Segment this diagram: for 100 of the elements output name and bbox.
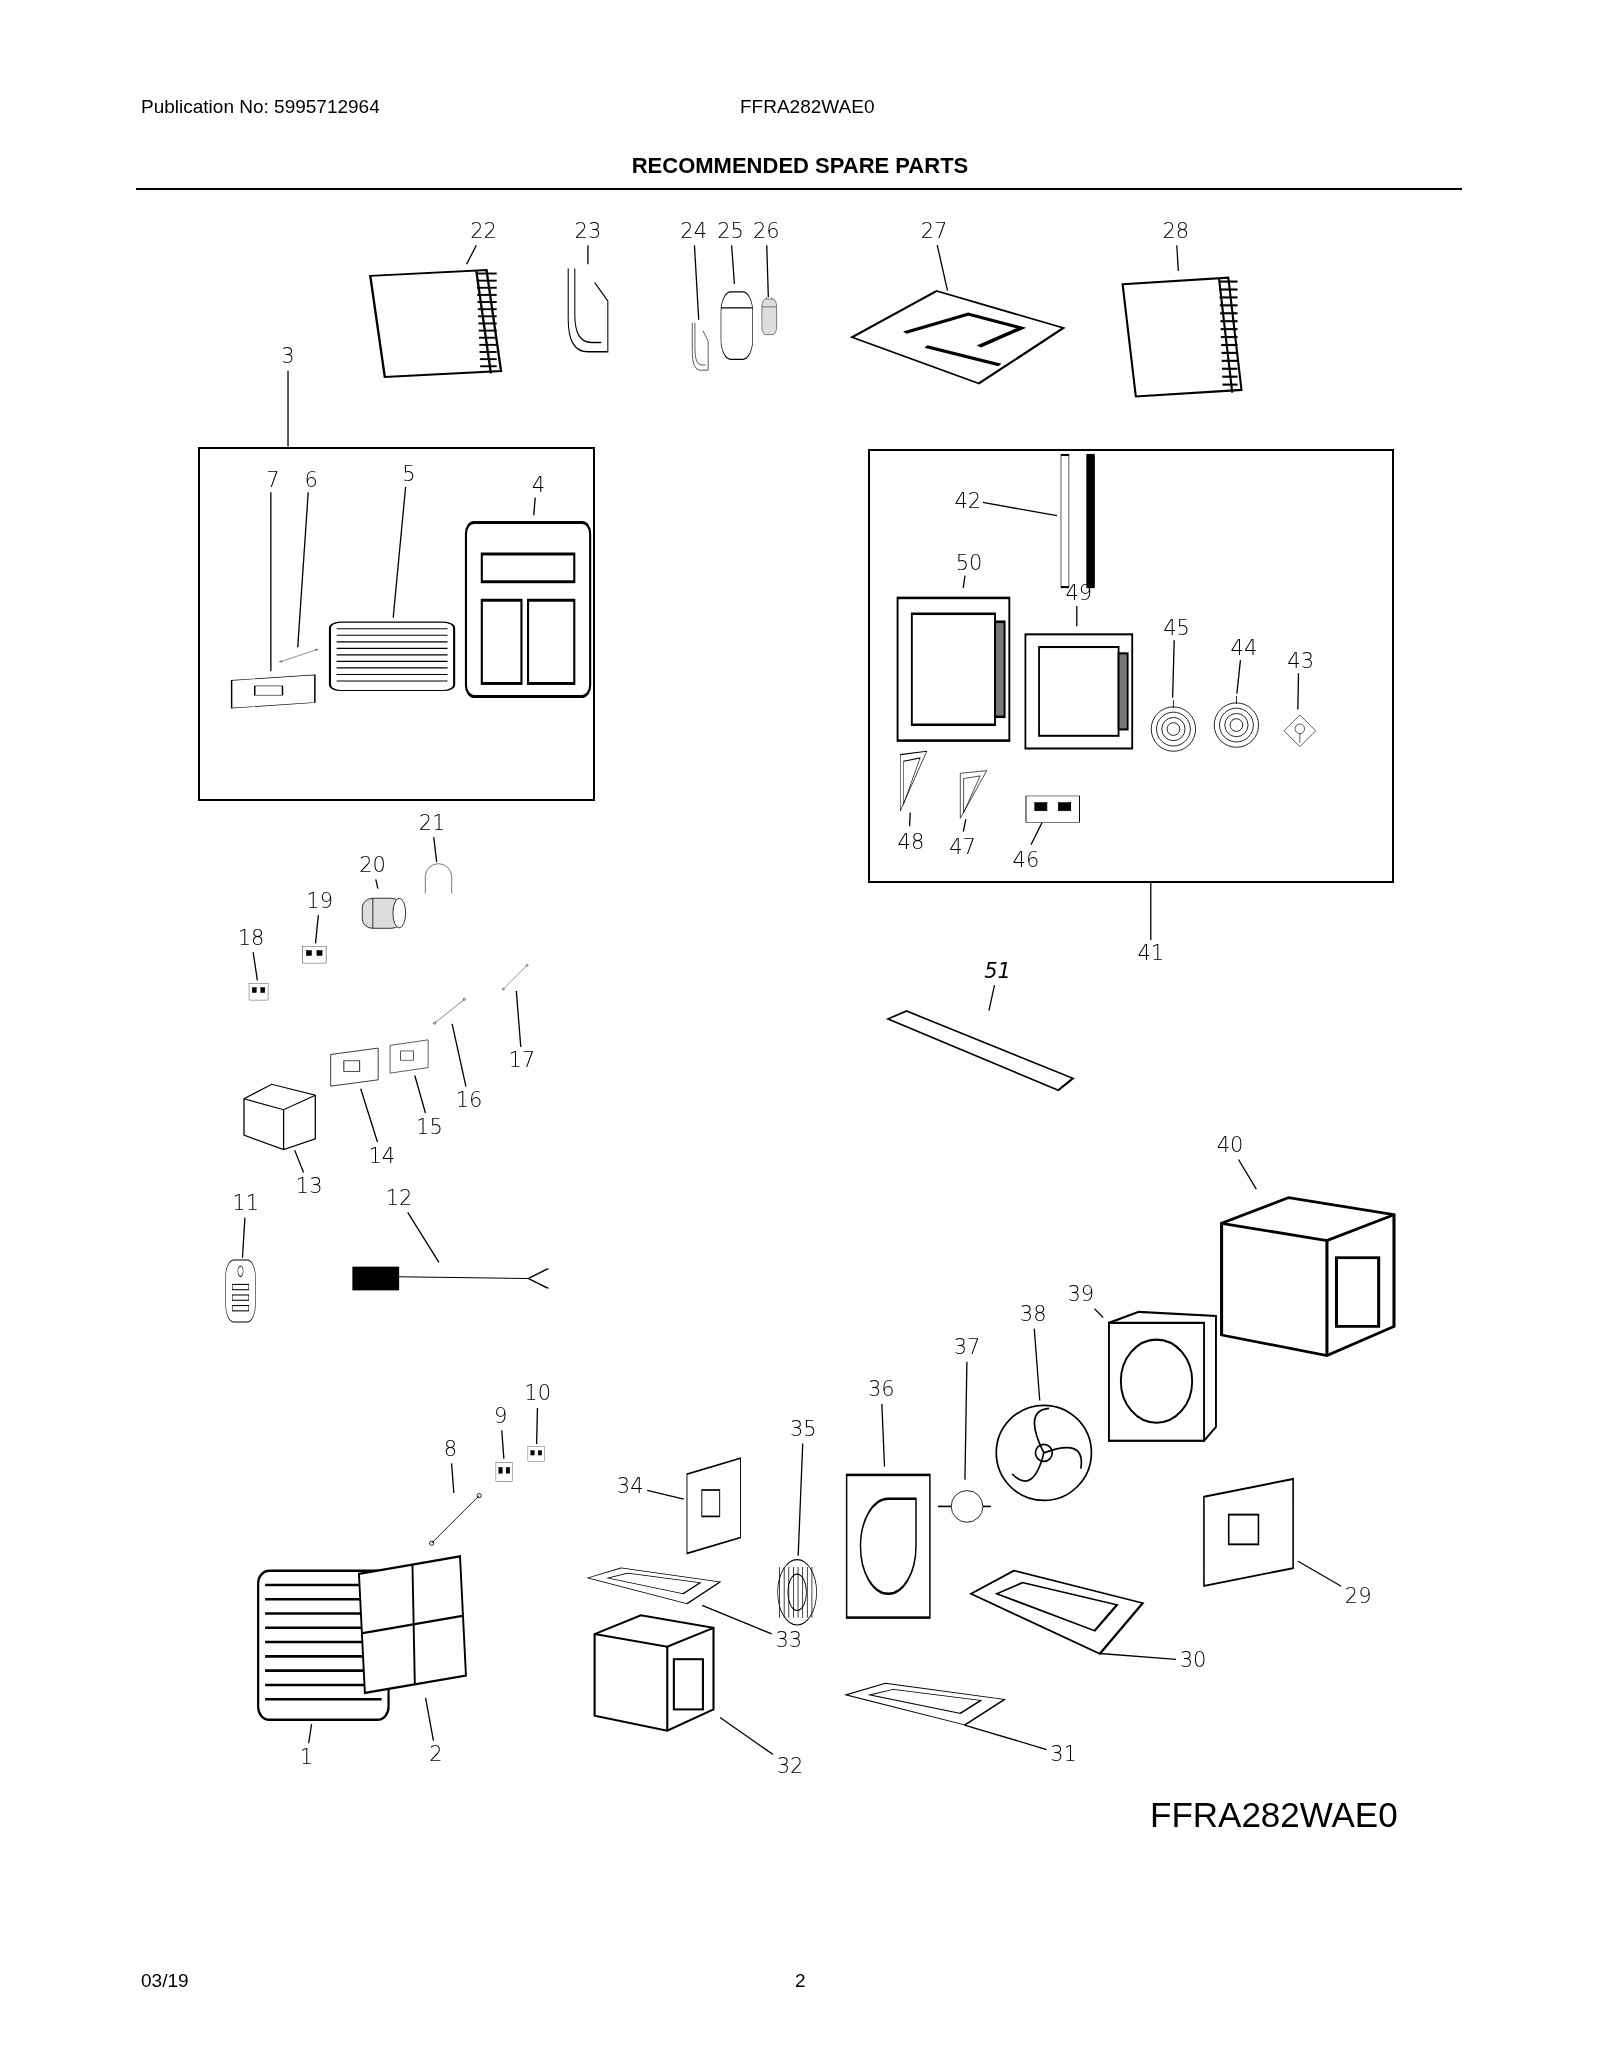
leader-line [693, 244, 700, 321]
callout-number: 33 [771, 1626, 806, 1655]
callout-number: 31 [1046, 1740, 1081, 1769]
callout-number: 38 [1016, 1300, 1051, 1329]
callout-number: 45 [1159, 614, 1194, 643]
callout-number: 34 [613, 1472, 648, 1501]
callout-number: 39 [1063, 1280, 1098, 1309]
callout-number: 6 [294, 466, 329, 495]
callout-number: 47 [945, 833, 980, 862]
leader-line [294, 1149, 305, 1174]
leader-line [1237, 1158, 1257, 1190]
leader-line [407, 1211, 440, 1264]
leader-line [252, 951, 258, 981]
callout-number: 48 [894, 828, 928, 857]
callout-number: 7 [255, 466, 290, 495]
model-number: FFRA282WAE0 [1150, 1795, 1398, 1835]
leader-line [1099, 1652, 1177, 1661]
wire-drawing [429, 1492, 483, 1546]
page-title: RECOMMENDED SPARE PARTS [630, 153, 970, 179]
callout-number: 46 [1008, 846, 1043, 875]
leader-line [241, 1217, 246, 1259]
leader-line [533, 496, 536, 516]
page-note: Publication No: 5995712964 [141, 96, 380, 118]
callout-number: 8 [433, 1435, 468, 1464]
callout-number: 5 [391, 461, 426, 489]
leader-line [515, 990, 522, 1048]
callout-number: 32 [773, 1752, 808, 1781]
callout-number: 41 [1133, 939, 1168, 968]
leader-line [587, 244, 589, 265]
leader-line [414, 1074, 427, 1114]
callout-number: 24 [676, 217, 711, 246]
tubing-drawing [852, 290, 1064, 384]
leader-line [375, 878, 379, 890]
callout-number: 9 [483, 1402, 518, 1431]
leader-line [465, 244, 477, 265]
parts-group-frame [198, 446, 595, 801]
leader-line [881, 1403, 886, 1468]
leader-line [270, 491, 272, 672]
callout-number: 23 [570, 217, 605, 246]
leader-line [501, 1429, 505, 1460]
capacitor-drawing [759, 297, 779, 337]
block-drawing [301, 943, 328, 965]
callout-number: 22 [466, 217, 501, 246]
leader-line [392, 486, 407, 619]
leader-line [1297, 672, 1300, 711]
leader-line [1172, 639, 1175, 699]
callout-number: 37 [950, 1333, 985, 1362]
wire-drawing [432, 997, 466, 1024]
leader-line [433, 836, 438, 863]
leader-line [962, 574, 966, 589]
wire-drawing [502, 964, 529, 991]
leader-line [450, 1462, 455, 1494]
leader-line [646, 1489, 685, 1500]
plate-drawing [327, 1046, 381, 1089]
leader-line [1076, 605, 1078, 627]
callout-number: 42 [950, 487, 985, 516]
callout-number: 3 [271, 342, 305, 371]
callout-number: 25 [713, 217, 748, 246]
leader-line [988, 984, 996, 1012]
callout-number: 27 [917, 217, 952, 246]
callout-number: 10 [520, 1379, 555, 1408]
leader-line [719, 1716, 774, 1756]
leader-line [766, 244, 769, 298]
tray-drawing [845, 1681, 1005, 1728]
callout-number: 1 [289, 1743, 324, 1772]
parts-group-frame [868, 449, 1394, 883]
leader-line [424, 1697, 435, 1742]
callout-number: 13 [292, 1172, 327, 1201]
block-drawing [248, 980, 270, 1002]
callout-number: 30 [1176, 1646, 1211, 1675]
callout-number: 19 [302, 887, 337, 916]
callout-number: 11 [228, 1189, 263, 1218]
page-note: FFRA282WAE0 [740, 96, 875, 118]
leader-line [701, 1604, 773, 1635]
callout-number: 4 [521, 471, 556, 500]
callout-number: 12 [382, 1184, 416, 1213]
leader-line [1033, 1327, 1041, 1402]
callout-number: 16 [452, 1086, 487, 1115]
callout-number: 49 [1061, 579, 1096, 608]
leader-line [963, 1724, 1048, 1751]
leader-line [962, 818, 967, 833]
leader-line [535, 1407, 539, 1445]
wire-drawing [279, 649, 320, 663]
callout-number: 35 [786, 1415, 821, 1444]
callout-number: 36 [864, 1375, 899, 1404]
leader-line [1150, 881, 1152, 941]
callout-number: 21 [415, 809, 450, 838]
leader-line [297, 491, 309, 649]
leader-line [287, 370, 289, 448]
leader-line [360, 1088, 379, 1143]
leader-line [1176, 244, 1179, 272]
callout-number: 28 [1158, 217, 1193, 246]
callout-number: 15 [412, 1113, 447, 1141]
leader-line [797, 1442, 804, 1557]
callout-number: 26 [749, 217, 784, 246]
leader-line [1093, 1308, 1104, 1319]
leader-line [936, 244, 949, 292]
rod-drawing [887, 1010, 1073, 1090]
callout-number: 40 [1213, 1131, 1248, 1160]
leader-line [1297, 1560, 1342, 1587]
